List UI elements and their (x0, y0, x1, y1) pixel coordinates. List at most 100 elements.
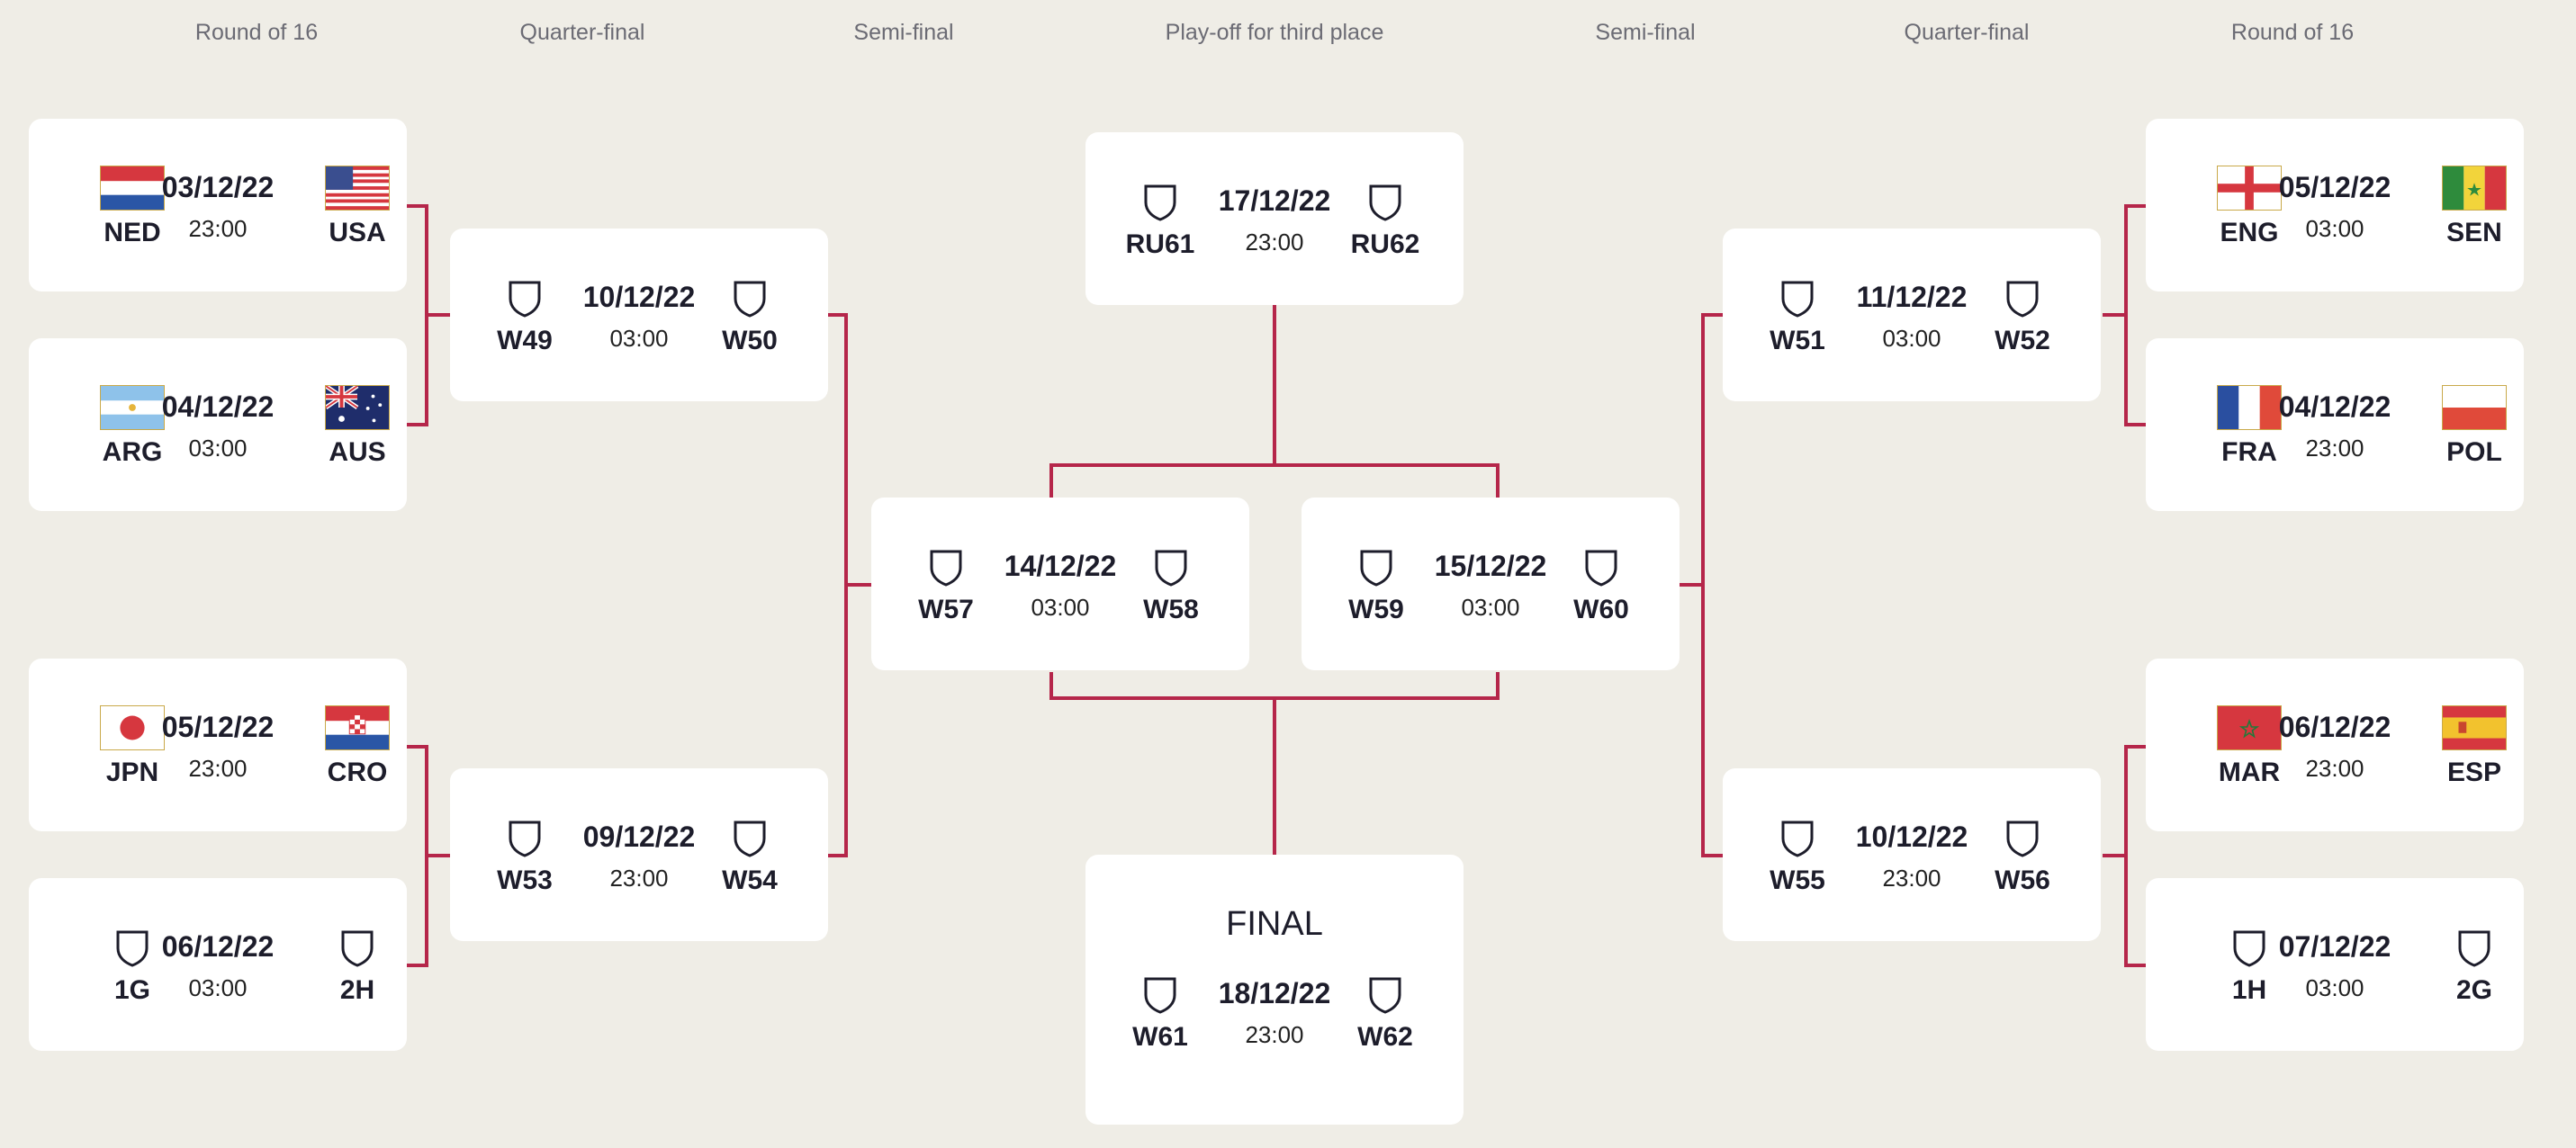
team-home: W59 (1327, 548, 1426, 625)
match-date: 17/12/22 (1218, 184, 1331, 217)
match-time: 03:00 (1031, 594, 1090, 621)
shield-icon (1781, 281, 1814, 318)
senegal-flag (2442, 166, 2507, 211)
team-home: 1G (83, 928, 182, 1006)
match-date: 11/12/22 (1856, 281, 1968, 313)
match-card-r16-7[interactable]: MAR 06/12/22 23:00 ESP (2146, 659, 2524, 831)
header-right-round-of-16: Round of 16 (2230, 20, 2355, 45)
match-card-r16-4[interactable]: 1G 06/12/22 03:00 2H (29, 878, 407, 1051)
france-flag (2217, 385, 2282, 430)
team-code: ENG (2220, 218, 2279, 247)
shield-icon (509, 281, 541, 318)
team-code: ARG (102, 437, 163, 467)
shield-icon (734, 821, 766, 857)
team-away: ESP (2425, 705, 2524, 788)
match-card-qf-3[interactable]: W51 11/12/22 03:00 W52 (1723, 229, 2101, 401)
team-code: W51 (1770, 326, 1825, 355)
team-code: RU61 (1125, 229, 1195, 259)
shield-icon (341, 930, 374, 967)
team-code: W49 (497, 326, 553, 355)
team-code: ESP (2446, 758, 2502, 787)
match-time: 23:00 (1882, 865, 1941, 892)
match-date: 04/12/22 (161, 390, 275, 423)
team-code: W61 (1132, 1022, 1188, 1052)
match-card-r16-2[interactable]: ARG 04/12/22 03:00 AUS (29, 338, 407, 511)
final-label: FINAL (1226, 905, 1323, 943)
team-away: W56 (1973, 819, 2072, 896)
team-away: CRO (308, 705, 407, 788)
team-away: 2H (308, 928, 407, 1006)
team-code: W60 (1573, 595, 1629, 624)
match-time: 03:00 (1882, 325, 1941, 352)
shield-icon (1144, 184, 1176, 221)
team-code: CRO (327, 758, 388, 787)
shield-icon (1369, 977, 1401, 1014)
header-third-place: Play-off for third place (1165, 20, 1384, 45)
match-info: 03/12/22 23:00 (141, 171, 294, 243)
match-info: 05/12/22 03:00 (2258, 171, 2411, 243)
match-card-final[interactable]: FINAL W61 18/12/22 23:00 W62 (1085, 855, 1464, 1125)
team-code: W53 (497, 865, 553, 895)
match-card-r16-3[interactable]: JPN 05/12/22 23:00 CRO (29, 659, 407, 831)
team-code: FRA (2221, 437, 2277, 467)
match-time: 03:00 (609, 325, 669, 352)
match-card-r16-8[interactable]: 1H 07/12/22 03:00 2G (2146, 878, 2524, 1051)
spain-flag (2442, 705, 2507, 750)
england-flag (2217, 166, 2282, 211)
team-code: RU62 (1350, 229, 1420, 259)
argentina-flag (100, 385, 165, 430)
shield-icon (1781, 821, 1814, 857)
header-left-semi-final: Semi-final (853, 20, 954, 45)
team-away: W60 (1552, 548, 1651, 625)
match-card-qf-1[interactable]: W49 10/12/22 03:00 W50 (450, 229, 828, 401)
usa-flag (325, 166, 390, 211)
shield-icon (2233, 930, 2265, 967)
shield-icon (930, 550, 962, 587)
match-time: 23:00 (2305, 755, 2364, 782)
match-card-r16-6[interactable]: FRA 04/12/22 23:00 POL (2146, 338, 2524, 511)
match-date: 03/12/22 (161, 171, 275, 203)
team-away: 2G (2425, 928, 2524, 1006)
team-code: W56 (1995, 865, 2050, 895)
team-home: NED (83, 166, 182, 248)
match-date: 04/12/22 (2278, 390, 2391, 423)
match-info: 11/12/22 03:00 (1835, 281, 1988, 353)
match-info: 15/12/22 03:00 (1414, 550, 1567, 622)
match-info: 14/12/22 03:00 (984, 550, 1137, 622)
team-home: FRA (2200, 385, 2299, 468)
match-time: 03:00 (1461, 594, 1520, 621)
match-date: 05/12/22 (161, 711, 275, 743)
team-home: W55 (1748, 819, 1847, 896)
match-card-r16-5[interactable]: ENG 05/12/22 03:00 SEN (2146, 119, 2524, 291)
team-away: W58 (1121, 548, 1220, 625)
match-card-third-place[interactable]: RU61 17/12/22 23:00 RU62 (1085, 132, 1464, 305)
match-time: 03:00 (188, 974, 248, 1001)
match-info: 17/12/22 23:00 (1198, 184, 1351, 256)
team-code: USA (329, 218, 386, 247)
team-away: W54 (700, 819, 799, 896)
team-home: W53 (475, 819, 574, 896)
match-time: 23:00 (1245, 1021, 1304, 1048)
match-card-qf-2[interactable]: W53 09/12/22 23:00 W54 (450, 768, 828, 941)
header-right-semi-final: Semi-final (1595, 20, 1696, 45)
match-card-qf-4[interactable]: W55 10/12/22 23:00 W56 (1723, 768, 2101, 941)
match-card-sf-1[interactable]: W57 14/12/22 03:00 W58 (871, 498, 1249, 670)
match-info: 10/12/22 23:00 (1835, 821, 1988, 892)
team-code: W54 (722, 865, 778, 895)
shield-icon (1155, 550, 1187, 587)
shield-icon (116, 930, 149, 967)
match-date: 18/12/22 (1218, 977, 1331, 1009)
match-card-sf-2[interactable]: W59 15/12/22 03:00 W60 (1302, 498, 1680, 670)
match-card-r16-1[interactable]: NED 03/12/22 23:00 USA (29, 119, 407, 291)
team-code: JPN (105, 758, 159, 787)
team-code: W59 (1348, 595, 1404, 624)
australia-flag (325, 385, 390, 430)
match-info: 04/12/22 23:00 (2258, 390, 2411, 462)
match-info: 06/12/22 03:00 (141, 930, 294, 1002)
team-code: NED (104, 218, 161, 247)
match-date: 06/12/22 (2278, 711, 2391, 743)
team-home: RU61 (1111, 183, 1210, 260)
match-date: 07/12/22 (2278, 930, 2391, 963)
team-code: 1G (113, 975, 151, 1005)
shield-icon (1585, 550, 1617, 587)
